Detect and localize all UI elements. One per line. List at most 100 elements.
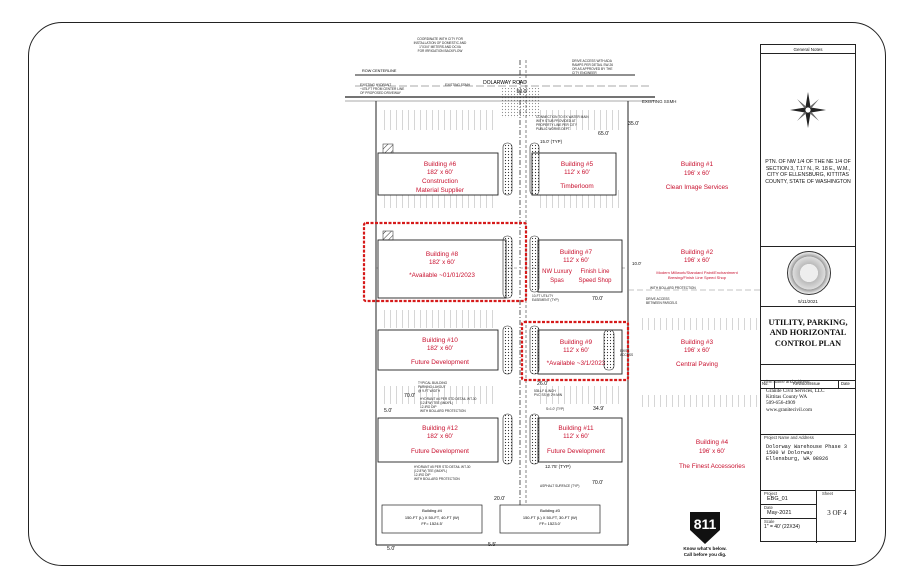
building-1-size: 196' x 60'	[684, 170, 710, 177]
svg-text:Building #4: Building #4	[422, 508, 443, 513]
svg-text:BETWEEN PARCELS: BETWEEN PARCELS	[646, 301, 677, 305]
svg-text:PROPERTY LINE PER CITY: PROPERTY LINE PER CITY	[536, 123, 578, 127]
engineer-seal: 5/11/2021	[761, 225, 855, 307]
building-12[interactable]: Building #12 182' x 60' Future Developme…	[377, 417, 499, 463]
building-7-name: Building #7	[560, 249, 593, 256]
building-1[interactable]: Building #1 196' x 60' Clean Image Servi…	[666, 161, 729, 191]
building-10-name: Building #10	[422, 337, 458, 344]
dimension-labels: 50.0' 35.0' 65.0' 15.0' (TYP) 10.0' 70.0…	[384, 89, 642, 552]
svg-text:EXISTING SSMH: EXISTING SSMH	[445, 83, 471, 87]
svg-text:FF= 1523.0': FF= 1523.0'	[539, 521, 561, 526]
building-2[interactable]: Building #2 196' x 60' Modern Millwork/S…	[656, 249, 738, 280]
svg-text:15.0' (TYP): 15.0' (TYP)	[540, 139, 563, 144]
building-6-tenant-2: Material Supplier	[416, 187, 465, 194]
svg-text:34.9': 34.9'	[593, 406, 604, 412]
svg-text:1"X3/4" METERS AND DCVA: 1"X3/4" METERS AND DCVA	[419, 45, 462, 49]
building-5-tenant: Timberloom	[560, 183, 594, 190]
svg-text:@ 9-FT WIDTH: @ 9-FT WIDTH	[418, 389, 441, 393]
project-number: EBG_01	[767, 496, 788, 502]
svg-text:ASPHALT SURFACE (TYP): ASPHALT SURFACE (TYP)	[540, 484, 579, 488]
svg-text:12.75' (TYP): 12.75' (TYP)	[545, 464, 571, 469]
building-4-tenant: The Finest Accessories	[679, 463, 745, 470]
svg-text:WITH BOLLARD PROTECTION: WITH BOLLARD PROTECTION	[650, 286, 696, 290]
row-centerline-label: ROW CENTERLINE	[362, 69, 397, 73]
building-7-tenant-1b: Spas	[550, 278, 564, 284]
landscape-islands	[502, 142, 615, 465]
building-7-size: 112' x 60'	[563, 257, 589, 264]
svg-text:Building #3: Building #3	[540, 508, 561, 513]
svg-text:FOR IRRIGATION BACKFLOW: FOR IRRIGATION BACKFLOW	[418, 49, 463, 53]
sheet-number: 3 OF 4	[827, 509, 847, 517]
site-boundary	[375, 101, 760, 546]
svg-text:DRIVE ACCESS WITH ADA: DRIVE ACCESS WITH ADA	[572, 59, 613, 63]
building-6-size: 182' x 60'	[427, 169, 453, 176]
svg-text:811: 811	[694, 516, 717, 532]
building-9-name: Building #9	[560, 339, 593, 346]
plan-notes: COORDINATE WITH CITY FOR INSTALLATION OF…	[360, 37, 696, 488]
svg-text:(12.8"W) TEE (MAXFL): (12.8"W) TEE (MAXFL)	[420, 401, 453, 405]
building-6-tenant-1: Construction	[422, 178, 458, 185]
building-9-size: 112' x 60'	[563, 347, 589, 354]
svg-text:HYDRANT #5 PER STD DETAIL WT-3: HYDRANT #5 PER STD DETAIL WT-30	[414, 465, 471, 469]
building-3[interactable]: Building #3 196' x 60' Central Paving	[676, 339, 718, 368]
firm-info: Firm Name and Address Granite Civil Serv…	[761, 379, 855, 435]
svg-text:INSTALLATION OF DOMESTIC AND: INSTALLATION OF DOMESTIC AND	[414, 41, 467, 45]
building-10-status: Future Development	[411, 359, 469, 366]
building-2-size: 196' x 60'	[684, 257, 710, 264]
svg-text:26.0': 26.0'	[537, 381, 548, 387]
811-shovel-icon: 811	[690, 512, 720, 544]
building-9-status: *Available ~3/1/2023	[547, 360, 606, 367]
svg-text:150-FT (L) X 50-FT, 40-FT (W): 150-FT (L) X 50-FT, 40-FT (W)	[405, 515, 460, 520]
bottom-building-left: Building #4 150-FT (L) X 50-FT, 40-FT (W…	[381, 504, 483, 534]
parking-stalls	[380, 110, 760, 407]
svg-text:50.0': 50.0'	[516, 89, 527, 95]
building-12-name: Building #12	[422, 425, 458, 432]
building-11-name: Building #11	[558, 425, 594, 432]
svg-text:12-IRO DIP: 12-IRO DIP	[420, 405, 436, 409]
building-7-tenant-1a: NW Luxury	[542, 269, 572, 275]
svg-text:150-FT (L) X 50-FT, 30-FT (W): 150-FT (L) X 50-FT, 30-FT (W)	[523, 515, 578, 520]
building-2-name: Building #2	[681, 249, 714, 256]
svg-text:70.0': 70.0'	[592, 296, 603, 302]
svg-text:EXISTING HYDRANT: EXISTING HYDRANT	[360, 83, 391, 87]
building-12-status: Future Development	[411, 448, 469, 455]
building-8-name: Building #8	[426, 251, 459, 258]
building-3-name: Building #3	[681, 339, 714, 346]
building-1-tenant: Clean Image Services	[666, 184, 729, 191]
project-address: Project Name and Address Dolorway Wareho…	[761, 435, 855, 491]
building-8[interactable]: Building #8 182' x 60' *Available ~01/01…	[377, 230, 507, 299]
sheet-date: May-2021	[767, 510, 792, 516]
building-3-size: 196' x 60'	[684, 347, 710, 354]
svg-text:5.0': 5.0'	[387, 546, 395, 552]
svg-text:PUBLIC WORKS DEPT.: PUBLIC WORKS DEPT.	[536, 127, 570, 131]
building-11[interactable]: Building #11 112' x 60' Future Developme…	[537, 417, 623, 463]
bottom-building-right: Building #3 150-FT (L) X 50-FT, 30-FT (W…	[499, 504, 601, 534]
seal-date: 5/11/2021	[798, 299, 818, 304]
building-10[interactable]: Building #10 182' x 60' Future Developme…	[377, 329, 499, 371]
building-7[interactable]: Building #7 112' x 60' NW Luxury Spas Fi…	[537, 239, 623, 293]
svg-text:70.0': 70.0'	[592, 480, 603, 486]
building-4[interactable]: Building #4 196' x 60' The Finest Access…	[679, 439, 745, 470]
call-811-logo: 811 Know what's below. Call before you d…	[676, 510, 734, 560]
svg-text:EXIST.: EXIST.	[620, 349, 630, 353]
svg-text:WITH BOLLARD PROTECTION: WITH BOLLARD PROTECTION	[420, 409, 466, 413]
svg-text:RAMPS PER DETAIL SW-26: RAMPS PER DETAIL SW-26	[572, 63, 613, 67]
building-6[interactable]: Building #6 182' x 60' Construction Mate…	[377, 143, 499, 196]
road-name: DOLARWAY ROAD	[483, 80, 527, 86]
building-3-tenant: Central Paving	[676, 361, 718, 368]
svg-text:20.0': 20.0'	[494, 496, 505, 502]
svg-text:PVC SS @ 2% MIN: PVC SS @ 2% MIN	[534, 393, 563, 397]
svg-text:WITH BOLLARD PROTECTION: WITH BOLLARD PROTECTION	[414, 477, 460, 481]
building-8-size: 182' x 60'	[429, 259, 455, 266]
svg-text:DRIVE ACCESS: DRIVE ACCESS	[646, 297, 670, 301]
sheet-title: UTILITY, PARKING, AND HORIZONTAL CONTROL…	[761, 307, 855, 365]
svg-text:10-FT UTILITY: 10-FT UTILITY	[532, 294, 554, 298]
svg-text:S=1.0' (TYP): S=1.0' (TYP)	[546, 407, 564, 411]
building-5[interactable]: Building #5 112' x 60' Timberloom	[531, 152, 617, 196]
svg-text:(12.8"W) TEE (MAXFL): (12.8"W) TEE (MAXFL)	[414, 469, 447, 473]
building-7-tenant-2b: Speed Shop	[578, 278, 612, 284]
revision-table: No. Revision/Issue Date	[761, 365, 855, 389]
